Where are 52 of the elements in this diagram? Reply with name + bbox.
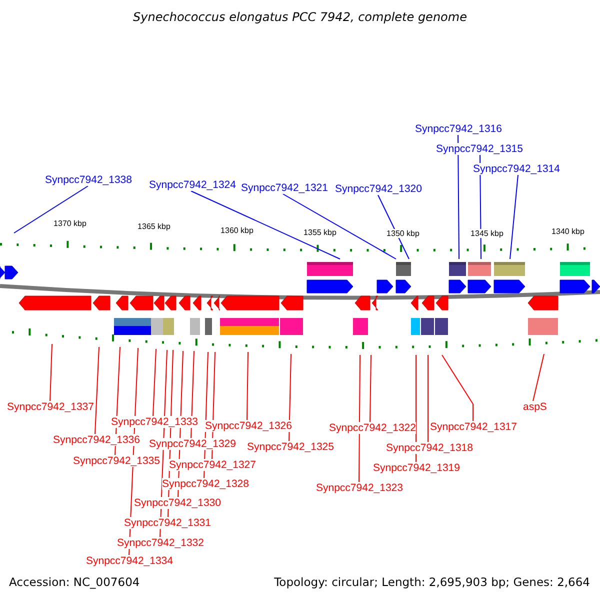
accession-text: Accession: NC_007604 (9, 575, 140, 589)
leader-line (458, 134, 460, 260)
scale-label: 1350 kbp (386, 229, 420, 238)
gene-label: Synpcc7942_1323 (316, 482, 403, 494)
gene-label: Synpcc7942_1333 (111, 416, 198, 428)
scale-label: 1340 kbp (552, 227, 584, 236)
gene-label: Synpcc7942_1338 (45, 174, 132, 186)
gene-label: Synpcc7942_1318 (386, 442, 473, 454)
gene-label: Synpcc7942_1337 (7, 401, 94, 413)
leader-line (190, 190, 340, 260)
gene-label: Synpcc7942_1317 (430, 421, 517, 433)
gene-label: Synpcc7942_1320 (335, 183, 422, 195)
leader-line (442, 354, 474, 422)
gene-label: Synpcc7942_1316 (415, 123, 502, 135)
leader-line (370, 354, 372, 422)
leader-line (288, 354, 292, 442)
leader-line (358, 354, 360, 482)
gene-label: Synpcc7942_1315 (436, 143, 523, 155)
leader-line (14, 186, 88, 234)
gene-label: Synpcc7942_1332 (117, 537, 204, 549)
map-title: Synechococcus elongatus PCC 7942, complete genome (132, 10, 468, 24)
scale-label: 1345 kbp (470, 229, 504, 238)
leader-line (510, 174, 518, 260)
gene-label: Synpcc7942_1324 (149, 179, 236, 191)
leader-line (378, 194, 410, 260)
leader-line (152, 348, 156, 416)
scale-label: 1365 kbp (138, 222, 170, 231)
scale-label: 1370 kbp (54, 219, 86, 228)
gene-label: Synpcc7942_1325 (247, 441, 334, 453)
gene-label: Synpcc7942_1334 (86, 555, 173, 567)
leader-line (282, 194, 396, 260)
gene-label: Synpcc7942_1335 (73, 455, 160, 467)
leader-line (94, 346, 100, 434)
genome-summary-text: Topology: circular; Length: 2,695,903 bp; Genes: 2,664 (274, 575, 590, 589)
scale-label: 1355 kbp (304, 228, 336, 237)
leader-line (532, 354, 544, 402)
gene-label: Synpcc7942_1326 (205, 420, 292, 432)
gene-label: aspS (523, 401, 547, 413)
gene-label: Synpcc7942_1328 (162, 478, 249, 490)
gene-label: Synpcc7942_1327 (169, 459, 256, 471)
gene-label: Synpcc7942_1314 (473, 163, 560, 175)
leader-line (190, 350, 194, 438)
gene-label: Synpcc7942_1331 (124, 517, 211, 529)
gene-label: Synpcc7942_1322 (329, 422, 416, 434)
gene-label: Synpcc7942_1329 (149, 438, 236, 450)
leader-line (246, 352, 248, 420)
gene-label: Synpcc7942_1321 (241, 182, 328, 194)
gene-label: Synpcc7942_1336 (53, 434, 140, 446)
leader-line (50, 344, 52, 402)
scale-label: 1360 kbp (220, 226, 254, 235)
gene-label: Synpcc7942_1330 (134, 497, 221, 509)
gene-label: Synpcc7942_1319 (373, 462, 460, 474)
